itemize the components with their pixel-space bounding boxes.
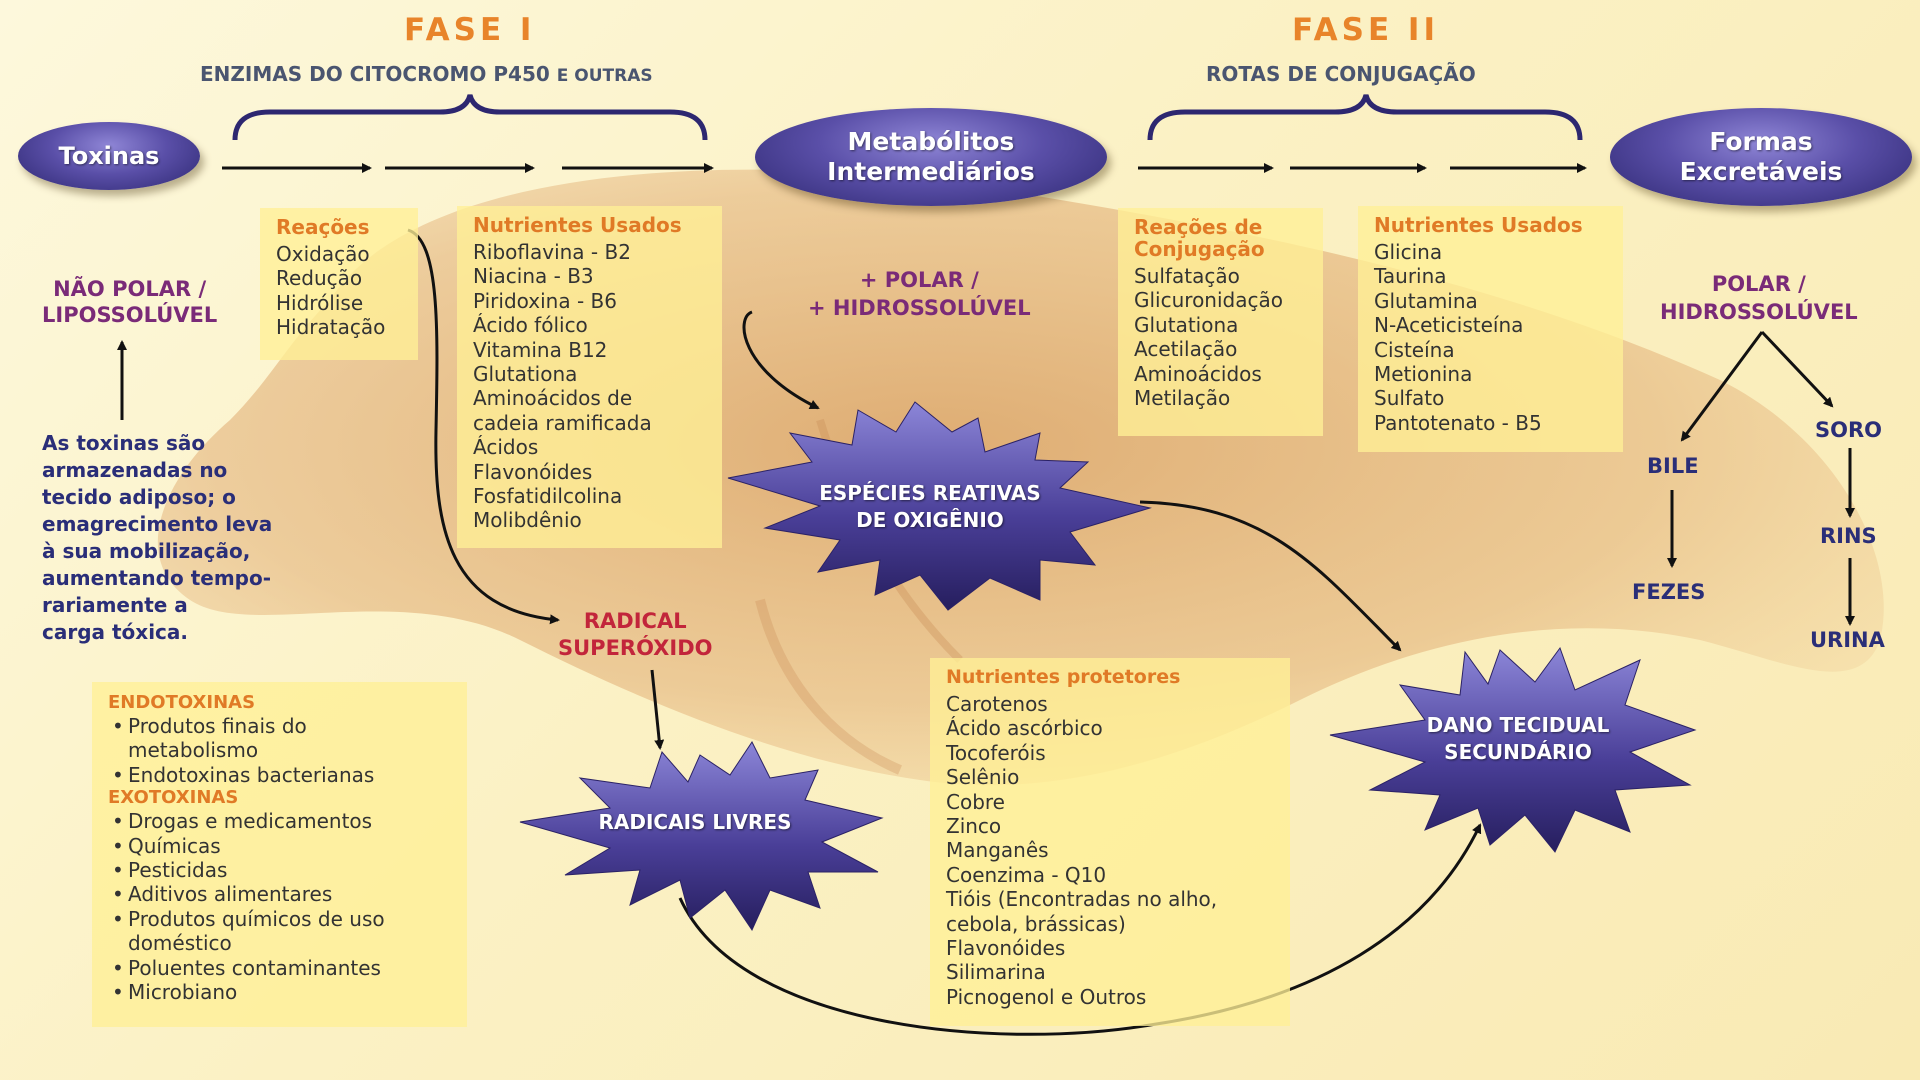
- storage-note: As toxinas são armazenadas no tecido adi…: [42, 431, 273, 644]
- list-item: Tocoferóis: [946, 740, 1046, 765]
- list-item: Produtos químicos de uso doméstico: [108, 907, 451, 956]
- list-item: Selênio: [946, 765, 1020, 790]
- panel-nutrientes-fase2: Nutrientes Usados Glicina Taurina Glutam…: [1358, 206, 1623, 452]
- list-item: Flavonóides: [946, 936, 1066, 961]
- list-item: Endotoxinas bacterianas: [108, 763, 451, 787]
- list-item: Glutationa: [1134, 312, 1239, 337]
- panel-nutrientes-fase1: Nutrientes Usados Riboflavina - B2 Niaci…: [457, 206, 722, 548]
- list-item: Fosfatidilcolina: [473, 484, 623, 509]
- panel-toxin-sources: ENDOTOXINAS Produtos finais do metabolis…: [92, 682, 467, 1027]
- label-fezes: FEZES: [1632, 580, 1706, 604]
- label-soro: SORO: [1815, 418, 1882, 442]
- list-item: Sulfatação: [1134, 264, 1240, 288]
- label-nao-polar: NÃO POLAR / LIPOSSOLÚVEL: [42, 277, 218, 327]
- exotoxinas-title: EXOTOXINAS: [108, 787, 239, 809]
- label-rins: RINS: [1820, 524, 1877, 548]
- list-item: Riboflavina - B2: [473, 240, 631, 264]
- burst-radicais-label: RADICAIS LIVRES: [598, 810, 792, 834]
- protetores-title: Nutrientes protetores: [946, 666, 1181, 688]
- list-item: Zinco: [946, 814, 1002, 839]
- list-item: Metionina: [1374, 362, 1473, 387]
- ero-burst-shape: [727, 401, 1152, 611]
- endotoxinas-list: Produtos finais do metabolismo Endotoxin…: [108, 714, 451, 787]
- phase2-subtitle: ROTAS DE CONJUGAÇÃO: [1206, 62, 1476, 86]
- burst-ero-label: ESPÉCIES REATIVAS DE OXIGÊNIO: [819, 481, 1041, 532]
- list-item: Ácido fólico: [473, 313, 588, 338]
- list-item: Aminoácidos: [1134, 361, 1262, 386]
- list-item: Taurina: [1374, 264, 1447, 289]
- conjugacao-title: Reações de Conjugação: [1134, 215, 1265, 261]
- label-polar: POLAR / HIDROSSOLÚVEL: [1660, 272, 1858, 324]
- list-item: Aditivos alimentares: [108, 882, 451, 906]
- burst-dano-label: DANO TECIDUAL SECUNDÁRIO: [1426, 713, 1610, 764]
- node-metabolitos: Metabólitos Intermediários: [755, 108, 1107, 206]
- list-item: Oxidação: [276, 242, 370, 266]
- phase2-brace: [1147, 94, 1583, 141]
- protetores-list: Carotenos Ácido ascórbico Tocoferóis Sel…: [946, 692, 1274, 1009]
- list-item: Ácidos: [473, 435, 539, 460]
- list-item: Niacina - B3: [473, 264, 594, 289]
- panel-reacoes: Reações Oxidação Redução Hidrólise Hidra…: [260, 208, 418, 360]
- list-item: Químicas: [108, 834, 451, 858]
- list-item: Sulfato: [1374, 386, 1445, 411]
- list-item: N-Aceticisteína: [1374, 313, 1524, 338]
- list-item: Carotenos: [946, 692, 1048, 716]
- list-item: Drogas e medicamentos: [108, 809, 451, 833]
- list-item: Silimarina: [946, 960, 1046, 985]
- list-item: Pantotenato - B5: [1374, 410, 1542, 435]
- list-item: Coenzima - Q10: [946, 862, 1107, 887]
- list-item: Metilação: [1134, 386, 1231, 411]
- list-item: Hidratação: [276, 315, 386, 340]
- list-item: Redução: [276, 266, 363, 291]
- list-item: Pesticidas: [108, 858, 451, 882]
- list-item: Tióis (Encontradas no alho, cebola, brás…: [946, 887, 1218, 936]
- reacoes-title: Reações: [276, 215, 370, 239]
- phase1-subtitle-small: E OUTRAS: [556, 66, 653, 86]
- dano-burst-shape: [1329, 646, 1697, 853]
- list-item: Manganês: [946, 838, 1049, 863]
- phase1-brace: [232, 94, 708, 141]
- list-item: Microbiano: [108, 980, 451, 1004]
- list-item: Hidrólise: [276, 290, 364, 315]
- list-item: Piridoxina - B6: [473, 288, 617, 313]
- exotoxinas-list: Drogas e medicamentos Químicas Pesticida…: [108, 809, 451, 1004]
- list-item: Produtos finais do metabolismo: [108, 714, 451, 763]
- list-item: Glutamina: [1374, 288, 1478, 313]
- list-item: Glicuronidação: [1134, 288, 1283, 313]
- nutrientes1-list: Riboflavina - B2 Niacina - B3 Piridoxina…: [473, 240, 706, 533]
- list-item: Glutationa: [473, 362, 578, 387]
- label-radical-superoxido: RADICAL SUPERÓXIDO: [558, 609, 713, 660]
- list-item: Glicina: [1374, 240, 1443, 264]
- label-bile: BILE: [1647, 454, 1699, 478]
- phase1-title: FASE I: [404, 12, 536, 48]
- nutrientes2-title: Nutrientes Usados: [1374, 213, 1583, 237]
- phase1-subtitle: ENZIMAS DO CITOCROMO P450 E OUTRAS: [200, 62, 653, 86]
- nutrientes2-list: Glicina Taurina Glutamina N-Aceticisteín…: [1374, 240, 1607, 435]
- label-mais-polar: + POLAR / + HIDROSSOLÚVEL: [808, 268, 1031, 320]
- list-item: Cisteína: [1374, 337, 1455, 362]
- list-item: Cobre: [946, 789, 1005, 814]
- panel-conjugacao: Reações de Conjugação Sulfatação Glicuro…: [1118, 208, 1323, 436]
- node-toxinas: Toxinas: [18, 122, 200, 190]
- label-urina: URINA: [1810, 628, 1885, 652]
- endotoxinas-title: ENDOTOXINAS: [108, 692, 256, 713]
- list-item: Picnogenol e Outros: [946, 984, 1147, 1009]
- phase1-subtitle-main: ENZIMAS DO CITOCROMO P450: [200, 62, 550, 86]
- panel-nutrientes-protetores: Nutrientes protetores Carotenos Ácido as…: [930, 658, 1290, 1026]
- node-formas-excretaveis: Formas Excretáveis: [1610, 108, 1912, 206]
- list-item: Flavonóides: [473, 459, 593, 484]
- list-item: Acetilação: [1134, 337, 1238, 362]
- conjugacao-list: Sulfatação Glicuronidação Glutationa Ace…: [1134, 264, 1307, 410]
- nutrientes1-title: Nutrientes Usados: [473, 213, 682, 237]
- radicais-burst-shape: [519, 741, 884, 932]
- list-item: Poluentes contaminantes: [108, 956, 451, 980]
- list-item: Ácido ascórbico: [946, 716, 1103, 741]
- phase2-title: FASE II: [1292, 12, 1439, 48]
- list-item: Vitamina B12: [473, 337, 608, 362]
- list-item: Molibdênio: [473, 508, 582, 533]
- reacoes-list: Oxidação Redução Hidrólise Hidratação: [276, 242, 402, 340]
- list-item: Aminoácidos de cadeia ramificada: [473, 386, 652, 435]
